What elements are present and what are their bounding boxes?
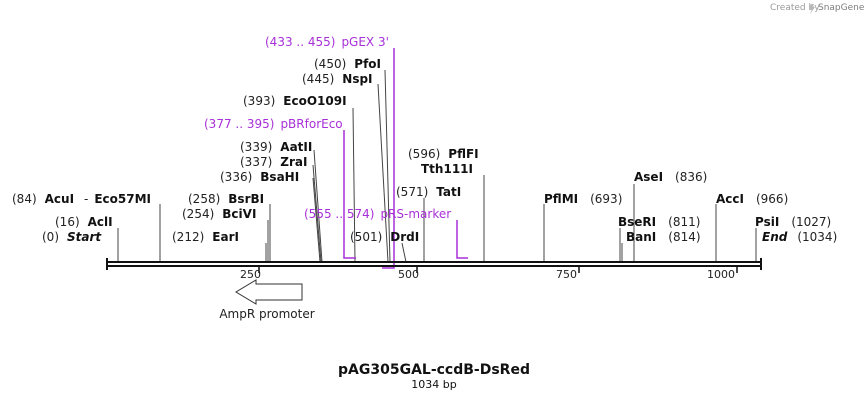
- site-labels: (0)Start (16)AclI (84)AcuI -Eco57MI (212…: [12, 57, 837, 244]
- site-line-drdI: [401, 242, 407, 263]
- primer-pgex[interactable]: (433 .. 455) pGEX 3': [265, 35, 389, 49]
- site-tth111i[interactable]: Tth111I: [421, 162, 473, 176]
- site-aatii[interactable]: (339)AatII: [240, 140, 312, 154]
- site-zrai[interactable]: (337)ZraI: [240, 155, 307, 169]
- primer-range: (433 .. 455): [265, 35, 335, 49]
- primer-name: pGEX 3': [341, 35, 388, 49]
- site-pflfi[interactable]: (596)PflFI: [408, 147, 479, 161]
- feature-ampr-promoter[interactable]: AmpR promoter: [219, 279, 315, 321]
- primer-pbrforeco[interactable]: (377 .. 395) pBRforEco: [204, 117, 343, 131]
- primer-marks: [343, 48, 468, 269]
- ruler: 250 500 750 1000: [240, 266, 738, 281]
- primer-prs-marker[interactable]: (555 .. 574) pRS-marker: [304, 207, 451, 221]
- primer-range: (555 .. 574): [304, 207, 374, 221]
- site-end[interactable]: End(1034): [762, 230, 837, 244]
- site-psii[interactable]: PsiI(1027): [755, 215, 831, 229]
- site-line-nspI: [377, 83, 389, 263]
- site-line-aatII: [313, 149, 323, 263]
- site-ecoo109i[interactable]: (393)EcoO109I: [243, 94, 347, 108]
- site-bcivi[interactable]: (254)BciVI: [182, 207, 256, 221]
- site-acli[interactable]: (16)AclI: [55, 215, 113, 229]
- site-tati[interactable]: (571)TatI: [396, 185, 461, 199]
- primer-name: pRS-marker: [380, 207, 451, 221]
- site-line-pfoI: [384, 69, 391, 263]
- site-line-bsaHI: [312, 177, 321, 263]
- primer-range: (377 .. 395): [204, 117, 274, 131]
- site-pfoi[interactable]: (450)PfoI: [314, 57, 381, 71]
- backbone: [106, 258, 762, 270]
- primer-pbrforeco-mark: [343, 130, 356, 259]
- site-start[interactable]: (0)Start: [42, 230, 102, 244]
- credit-prefix: Created by: [770, 3, 820, 13]
- ruler-tick-label: 750: [556, 268, 577, 281]
- site-line-ecoO109I: [352, 107, 356, 263]
- site-asei[interactable]: AseI(836): [634, 170, 707, 184]
- site-eco57mi[interactable]: -Eco57MI: [84, 192, 151, 206]
- site-drdi[interactable]: (501)DrdI: [350, 230, 419, 244]
- primer-name: pBRforEco: [280, 117, 342, 131]
- site-line-zraI: [312, 164, 322, 263]
- site-bseri[interactable]: BseRI(811): [618, 215, 700, 229]
- ruler-tick-label: 250: [240, 268, 261, 281]
- primer-prs-marker-mark: [456, 220, 468, 259]
- primer-pgex-mark: [382, 48, 395, 269]
- ruler-tick-label: 500: [398, 268, 419, 281]
- site-acci[interactable]: AccI(966): [716, 192, 788, 206]
- site-lines: [117, 69, 757, 263]
- snapgene-logo-icon: [809, 4, 815, 14]
- site-bani[interactable]: BanI(814): [626, 230, 701, 244]
- site-nspi[interactable]: (445)NspI: [302, 72, 373, 86]
- ruler-tick-label: 1000: [707, 268, 735, 281]
- map-length: 1034 bp: [411, 378, 456, 391]
- site-eari[interactable]: (212)EarI: [172, 230, 239, 244]
- ampr-promoter-arrow-icon: [235, 279, 303, 305]
- site-pflmi[interactable]: PflMI(693): [544, 192, 622, 206]
- primer-labels: (433 .. 455) pGEX 3' (377 .. 395) pBRforEc…: [204, 35, 451, 221]
- credit-product: SnapGene: [818, 3, 865, 13]
- feature-label: AmpR promoter: [219, 307, 314, 321]
- map-title: pAG305GAL-ccdB-DsRed: [338, 362, 530, 378]
- site-bsahi[interactable]: (336)BsaHI: [220, 170, 299, 184]
- site-acui[interactable]: (84)AcuI: [12, 192, 74, 206]
- site-bsrbi[interactable]: (258)BsrBI: [188, 192, 264, 206]
